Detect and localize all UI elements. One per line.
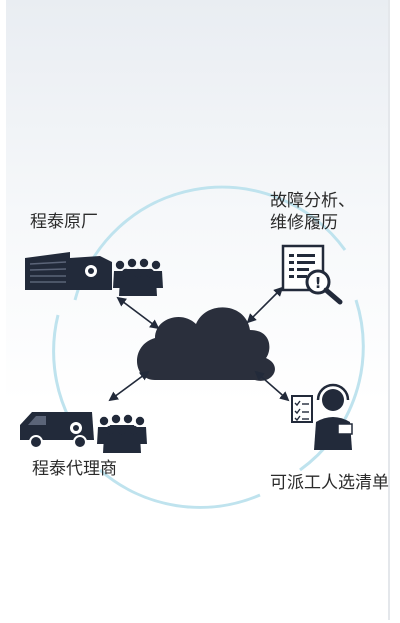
dispatch-label: 可派工人选清单: [270, 473, 389, 493]
service-van-icon: [20, 412, 94, 449]
double-arrow-icon: [108, 286, 290, 402]
factory-building-icon: [25, 252, 112, 290]
cloud-icon: [136, 307, 275, 381]
diagram-panel: [6, 0, 390, 620]
dealer-label: 程泰代理商: [32, 459, 117, 479]
people-group-icon: [113, 258, 163, 296]
analysis-label-line2: 维修履历: [270, 213, 338, 233]
people-group-icon: [97, 414, 147, 453]
factory-label: 程泰原厂: [30, 212, 98, 232]
svg-text:!: !: [315, 274, 322, 292]
analysis-label-line1: 故障分析、: [270, 191, 355, 211]
network-ring: [52, 185, 365, 509]
headset-operator-icon: [291, 383, 353, 450]
report-magnifier-icon: !: [281, 244, 343, 305]
